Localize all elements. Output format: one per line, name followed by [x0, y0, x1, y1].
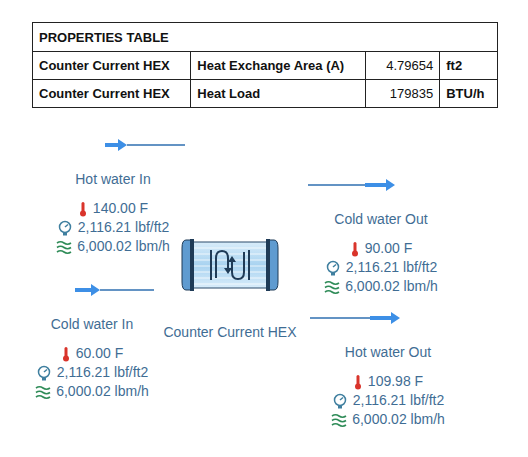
- table-title: PROPERTIES TABLE: [39, 30, 169, 45]
- stream-node: Hot water Out 109.98 F2,116.21 lbf/ft26,0…: [310, 308, 466, 429]
- properties-table: PROPERTIES TABLE Counter Current HEX Heat …: [32, 22, 498, 108]
- property-name: Heat Load: [197, 86, 260, 101]
- table-cell: Counter Current HEX: [33, 80, 190, 107]
- thermometer-icon: [353, 374, 363, 390]
- stream-value-row: 6,000.02 lbm/h: [308, 277, 454, 296]
- stream-value: 6,000.02 lbm/h: [352, 410, 445, 429]
- thermometer-icon: [350, 241, 360, 257]
- stream-value-row: 2,116.21 lbf/ft2: [24, 363, 160, 382]
- stream-values: 140.00 F2,116.21 lbf/ft26,000.02 lbm/h: [35, 199, 191, 256]
- stream-value-row: 140.00 F: [35, 199, 191, 218]
- value-cell: 4.79654: [365, 52, 440, 79]
- heat-exchanger-symbol: [182, 238, 278, 292]
- pressure-icon: [57, 220, 73, 236]
- stream-value-row: 6,000.02 lbm/h: [310, 410, 466, 429]
- property-name: Heat Exchange Area (A): [197, 58, 344, 73]
- table-row: Counter Current HEX Heat Load 179835 BTU/h: [33, 79, 497, 107]
- stream-values: 60.00 F2,116.21 lbf/ft26,000.02 lbm/h: [24, 344, 160, 401]
- stream-value: 109.98 F: [368, 372, 423, 391]
- stream-name: Hot water Out: [310, 344, 466, 360]
- stream-value: 6,000.02 lbm/h: [56, 382, 149, 401]
- property-value: 179835: [390, 86, 433, 101]
- table-cell: ft2: [439, 52, 497, 79]
- stream-node: Cold water In 60.00 F2,116.21 lbf/ft26,00…: [24, 280, 160, 401]
- stream-values: 109.98 F2,116.21 lbf/ft26,000.02 lbm/h: [310, 372, 466, 429]
- stream-value-row: 6,000.02 lbm/h: [35, 237, 191, 256]
- stream-value-row: 2,116.21 lbf/ft2: [35, 218, 191, 237]
- equipment-label: Counter Current HEX: [163, 324, 296, 340]
- pressure-icon: [332, 393, 348, 409]
- heat-exchanger: Counter Current HEX: [182, 238, 278, 292]
- stream-values: 90.00 F2,116.21 lbf/ft26,000.02 lbm/h: [308, 239, 454, 296]
- stream-value-row: 90.00 F: [308, 239, 454, 258]
- stream-value: 2,116.21 lbf/ft2: [57, 363, 149, 382]
- stream-node: Hot water In 140.00 F2,116.21 lbf/ft26,00…: [35, 135, 191, 256]
- stream-value: 2,116.21 lbf/ft2: [346, 258, 438, 277]
- table-cell: Heat Exchange Area (A): [190, 52, 364, 79]
- stream-name: Cold water Out: [308, 211, 454, 227]
- stream-value: 90.00 F: [365, 239, 412, 258]
- flow-icon: [56, 239, 72, 255]
- stream-value-row: 60.00 F: [24, 344, 160, 363]
- table-row: PROPERTIES TABLE: [33, 23, 497, 51]
- pressure-icon: [36, 365, 52, 381]
- unit-text: BTU/h: [446, 86, 484, 101]
- stream-value-row: 109.98 F: [310, 372, 466, 391]
- stream-value: 2,116.21 lbf/ft2: [353, 391, 445, 410]
- stream-value-row: 2,116.21 lbf/ft2: [308, 258, 454, 277]
- table-cell: Counter Current HEX: [33, 52, 190, 79]
- flow-icon: [324, 279, 340, 295]
- flow-icon: [331, 412, 347, 428]
- stream-name: Hot water In: [35, 171, 191, 187]
- table-cell: BTU/h: [439, 80, 497, 107]
- property-name: Counter Current HEX: [39, 86, 170, 101]
- thermometer-icon: [78, 201, 88, 217]
- thermometer-icon: [61, 346, 71, 362]
- value-cell: 179835: [365, 80, 440, 107]
- unit-text: ft2: [446, 58, 462, 73]
- property-value: 4.79654: [386, 58, 433, 73]
- stream-name: Cold water In: [24, 316, 160, 332]
- table-row: Counter Current HEX Heat Exchange Area (A…: [33, 51, 497, 79]
- stream-value-row: 6,000.02 lbm/h: [24, 382, 160, 401]
- pressure-icon: [325, 260, 341, 276]
- stream-value: 60.00 F: [76, 344, 123, 363]
- stream-value: 6,000.02 lbm/h: [345, 277, 438, 296]
- stream-value: 6,000.02 lbm/h: [77, 237, 170, 256]
- stream-value: 2,116.21 lbf/ft2: [78, 218, 170, 237]
- flow-icon: [35, 384, 51, 400]
- stream-node: Cold water Out 90.00 F2,116.21 lbf/ft26,0…: [308, 175, 454, 296]
- property-name: Counter Current HEX: [39, 58, 170, 73]
- stream-value: 140.00 F: [93, 199, 148, 218]
- table-header-cell: PROPERTIES TABLE: [33, 23, 497, 51]
- table-cell: Heat Load: [190, 80, 364, 107]
- stream-value-row: 2,116.21 lbf/ft2: [310, 391, 466, 410]
